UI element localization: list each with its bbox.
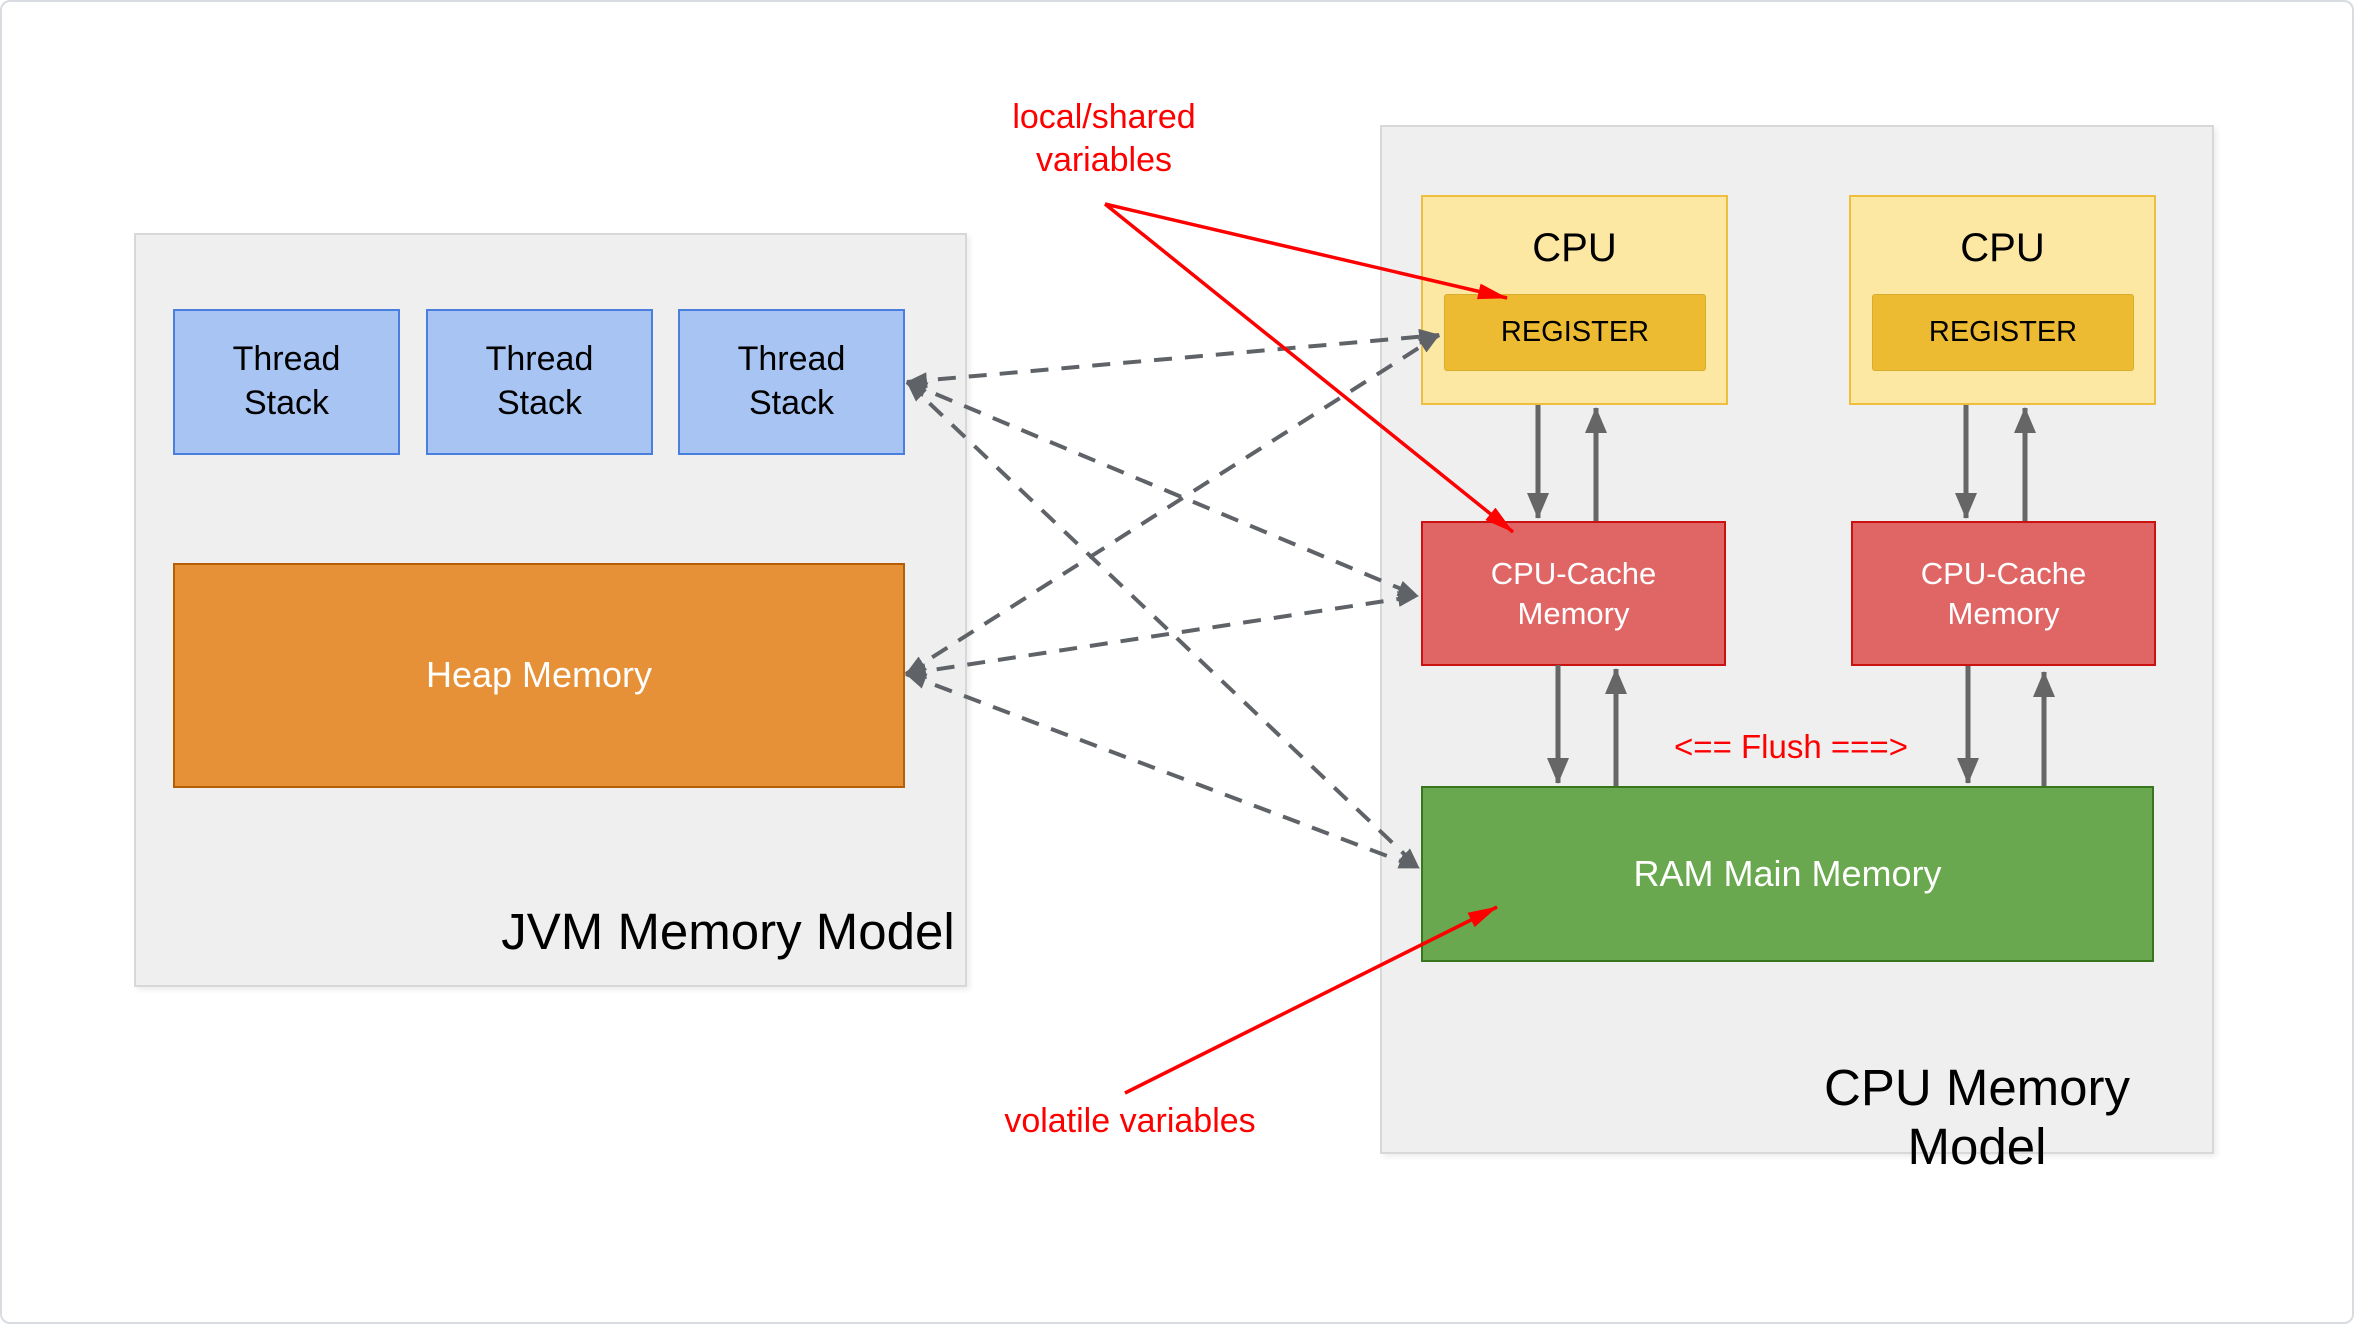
dashed-arrow-threadstack-cache <box>906 380 1419 598</box>
ram-main-memory-box: RAM Main Memory <box>1421 786 2154 962</box>
dashed-arrow-threadstack-ram <box>905 380 1421 870</box>
jvm-panel-title: JVM Memory Model <box>501 903 955 960</box>
local-shared-variables-label: local/shared variables <box>1012 98 1196 179</box>
cpu-box-1: CPU REGISTER <box>1421 195 1728 405</box>
volatile-variables-label: volatile variables <box>1004 1102 1256 1140</box>
cpu-cache-2: CPU-Cache Memory <box>1851 521 2156 666</box>
register-1: REGISTER <box>1444 294 1706 371</box>
cpu-cache-1: CPU-Cache Memory <box>1421 521 1726 666</box>
flush-label: <== Flush ===> <box>1674 728 1908 765</box>
dashed-arrow-threadstack-register <box>906 328 1440 389</box>
thread-stack-3: Thread Stack <box>678 309 905 455</box>
thread-stack-1: Thread Stack <box>173 309 400 455</box>
cpu-box-2: CPU REGISTER <box>1849 195 2156 405</box>
register-2: REGISTER <box>1872 294 2134 371</box>
heap-memory-box: Heap Memory <box>173 563 905 788</box>
thread-stack-2: Thread Stack <box>426 309 653 455</box>
dashed-arrow-heap-register <box>904 333 1441 676</box>
cpu-panel-title: CPU Memory Model <box>1823 1059 2131 1175</box>
cpu-2-label: CPU <box>1960 226 2045 270</box>
dashed-arrow-heap-cache <box>905 591 1419 679</box>
dashed-arrow-heap-ram <box>905 672 1420 870</box>
cpu-1-label: CPU <box>1532 226 1617 270</box>
